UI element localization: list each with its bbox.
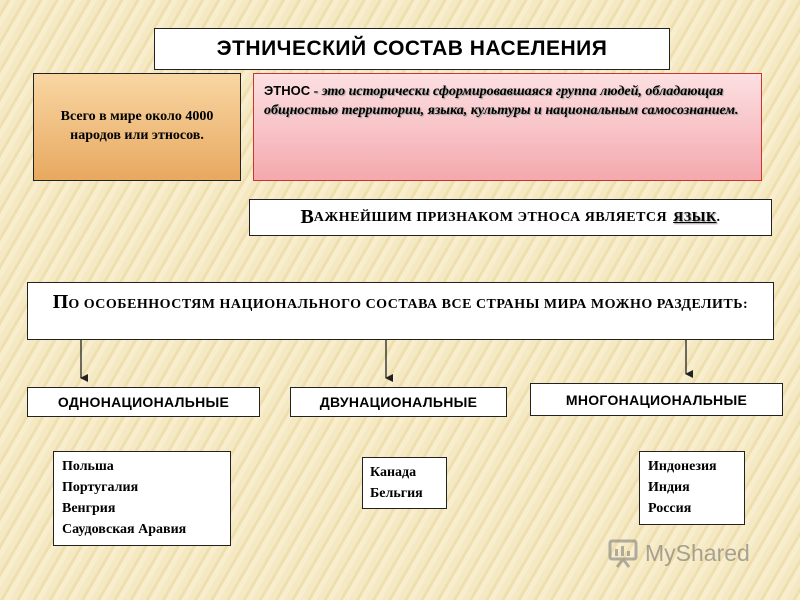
presentation-board-icon bbox=[608, 539, 638, 568]
divide-first-letter: П bbox=[52, 291, 69, 313]
ethnos-term: ЭТНОС bbox=[264, 83, 311, 98]
list-item: Саудовская Аравия bbox=[62, 522, 187, 537]
feature-text: ажнейшим признаком этноса является bbox=[313, 209, 668, 225]
feature-first-letter: В bbox=[300, 206, 314, 228]
list-item: Польша bbox=[62, 459, 114, 474]
watermark-text: MyShared bbox=[645, 539, 750, 566]
list-item: Бельгия bbox=[370, 486, 423, 501]
divide-text: о особенностям национального состава все… bbox=[68, 297, 749, 312]
ethnos-feature-box: Важнейшим признаком этноса является язык. bbox=[249, 199, 772, 236]
watermark-logo: MyShared bbox=[607, 535, 767, 571]
examples-mononational: Польша Португалия Венгрия Саудовская Ара… bbox=[53, 451, 231, 546]
list-item: Венгрия bbox=[62, 501, 116, 516]
list-item: Канада bbox=[370, 465, 417, 480]
list-item: Индонезия bbox=[648, 459, 717, 474]
examples-multinational: Индонезия Индия Россия bbox=[639, 451, 745, 525]
world-peoples-box: Всего в мире около 4000 народов или этно… bbox=[33, 73, 241, 181]
ethnos-definition-box: ЭТНОС - это исторически сформировавшаяся… bbox=[253, 73, 762, 181]
ethnos-definition: - это исторически сформировавшаяся групп… bbox=[264, 84, 739, 118]
list-item: Индия bbox=[648, 480, 690, 495]
classification-box: По особенностям национального состава вс… bbox=[27, 282, 774, 340]
examples-binational: Канада Бельгия bbox=[362, 457, 447, 509]
feature-keyword: язык bbox=[673, 209, 717, 225]
feature-end: . bbox=[716, 209, 721, 225]
category-mononational: ОДНОНАЦИОНАЛЬНЫЕ bbox=[27, 387, 260, 417]
list-item: Россия bbox=[648, 501, 692, 516]
list-item: Португалия bbox=[62, 480, 139, 495]
page-title: ЭТНИЧЕСКИЙ СОСТАВ НАСЕЛЕНИЯ bbox=[154, 28, 670, 70]
category-multinational: МНОГОНАЦИОНАЛЬНЫЕ bbox=[530, 383, 783, 416]
category-binational: ДВУНАЦИОНАЛЬНЫЕ bbox=[290, 387, 507, 417]
